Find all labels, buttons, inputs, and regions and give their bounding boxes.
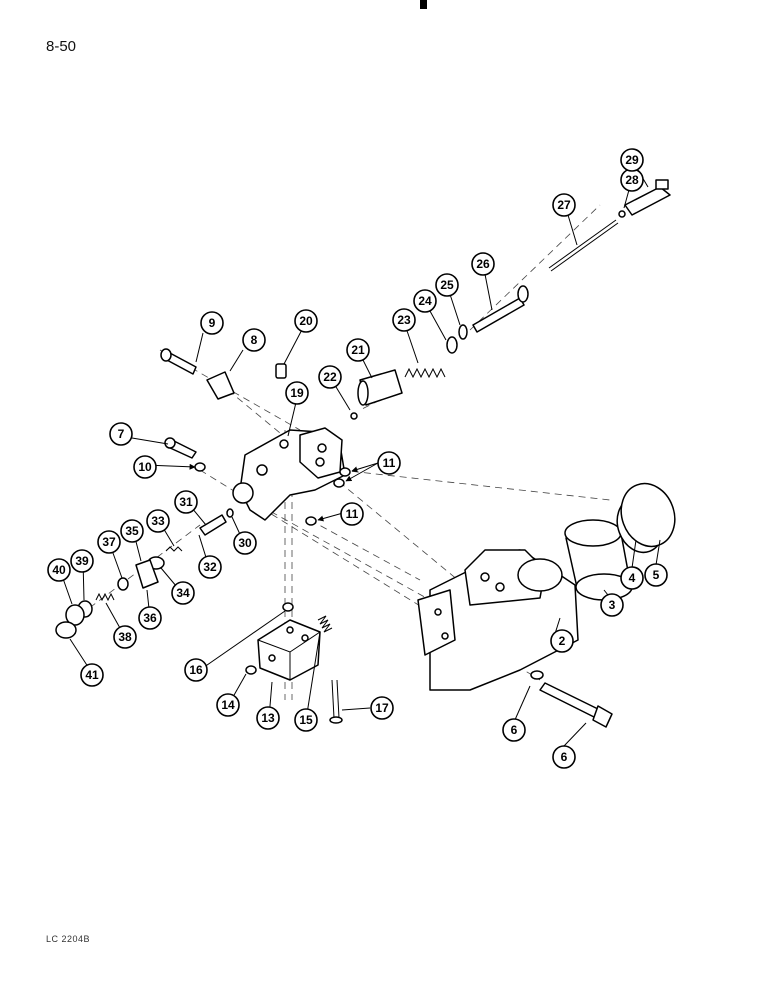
callout-number: 34 <box>176 586 190 600</box>
callout-number: 24 <box>418 294 432 308</box>
callout-31: 31 <box>174 490 198 514</box>
callout-24: 24 <box>413 289 437 313</box>
callout-34: 34 <box>171 581 195 605</box>
callout-14: 14 <box>216 693 240 717</box>
callout-number: 23 <box>397 313 411 327</box>
small-parts-upper-left <box>160 348 287 472</box>
callout-number: 21 <box>351 343 365 357</box>
callout-17: 17 <box>370 696 394 720</box>
callout-40: 40 <box>47 558 71 582</box>
callout-25: 25 <box>435 273 459 297</box>
callout-5: 5 <box>644 563 668 587</box>
callout-number: 15 <box>299 713 313 727</box>
callout-32: 32 <box>198 555 222 579</box>
page-number: 8-50 <box>46 38 77 55</box>
callout-number: 16 <box>189 663 203 677</box>
callout-10: 10 <box>133 455 157 479</box>
callout-number: 2 <box>559 634 566 648</box>
page-tab-mark <box>420 0 427 9</box>
callout-39: 39 <box>70 549 94 573</box>
callout-number: 5 <box>653 568 660 582</box>
callout-number: 14 <box>221 698 235 712</box>
callout-26: 26 <box>471 252 495 276</box>
callout-33: 33 <box>146 509 170 533</box>
callout-13: 13 <box>256 706 280 730</box>
callout-3: 3 <box>600 593 624 617</box>
callout-number: 8 <box>251 333 258 347</box>
callout-number: 40 <box>52 563 66 577</box>
callout-37: 37 <box>97 530 121 554</box>
callout-number: 39 <box>75 554 89 568</box>
valve-body-part-19 <box>232 427 346 521</box>
callout-number: 11 <box>383 456 396 470</box>
callout-11: 11 <box>377 451 401 475</box>
callout-number: 17 <box>375 701 389 715</box>
callout-number: 13 <box>261 711 275 725</box>
callout-number: 38 <box>118 630 132 644</box>
callout-number: 32 <box>203 560 217 574</box>
callout-6: 6 <box>552 745 576 769</box>
callout-29: 29 <box>620 148 644 172</box>
callout-number: 9 <box>209 316 216 330</box>
callout-8: 8 <box>242 328 266 352</box>
callout-30: 30 <box>233 531 257 555</box>
callout-19: 19 <box>285 381 309 405</box>
callout-15: 15 <box>294 708 318 732</box>
callout-9: 9 <box>200 311 224 335</box>
spool-part-20 <box>350 369 403 420</box>
leader-lines <box>59 159 661 747</box>
callout-number: 11 <box>346 507 359 521</box>
callout-number: 28 <box>625 173 639 187</box>
o-rings-part-11 <box>305 467 351 526</box>
callout-number: 3 <box>609 598 616 612</box>
callout-number: 6 <box>561 750 568 764</box>
callout-number: 31 <box>179 495 193 509</box>
block-part-13 <box>245 602 343 724</box>
callout-number: 36 <box>143 611 157 625</box>
callout-number: 37 <box>102 535 116 549</box>
callout-7: 7 <box>109 422 133 446</box>
figure-code: LC 2204B <box>46 934 91 944</box>
spring-part-22 <box>404 324 468 379</box>
callout-number: 30 <box>238 536 252 550</box>
shaft-part-25 <box>472 179 671 333</box>
callout-27: 27 <box>552 193 576 217</box>
callout-number: 41 <box>85 668 99 682</box>
callout-38: 38 <box>113 625 137 649</box>
callout-number: 33 <box>151 514 165 528</box>
relief-valve-parts <box>55 559 159 639</box>
callout-2: 2 <box>550 629 574 653</box>
callout-6: 6 <box>502 718 526 742</box>
seal-parts-4-5 <box>616 482 676 554</box>
callout-36: 36 <box>138 606 162 630</box>
callout-number: 19 <box>290 386 304 400</box>
callout-number: 7 <box>118 427 125 441</box>
callout-number: 27 <box>557 198 571 212</box>
callout-11: 11 <box>340 502 364 526</box>
callout-23: 23 <box>392 308 416 332</box>
callout-number: 25 <box>440 278 454 292</box>
callout-number: 22 <box>323 370 337 384</box>
callout-number: 35 <box>125 524 139 538</box>
callout-28: 28 <box>620 168 644 192</box>
callout-number: 20 <box>299 314 313 328</box>
callout-number: 10 <box>138 460 152 474</box>
bolt-part-7 <box>530 670 613 728</box>
callout-35: 35 <box>120 519 144 543</box>
callout-22: 22 <box>318 365 342 389</box>
callout-20: 20 <box>294 309 318 333</box>
callout-number: 4 <box>629 571 636 585</box>
callout-number: 29 <box>625 153 639 167</box>
callout-number: 6 <box>511 723 518 737</box>
callout-21: 21 <box>346 338 370 362</box>
callout-number: 26 <box>476 257 490 271</box>
housing-part-2 <box>417 549 579 691</box>
callout-4: 4 <box>620 566 644 590</box>
piston-part-3 <box>564 519 633 601</box>
callout-16: 16 <box>184 658 208 682</box>
callout-41: 41 <box>80 663 104 687</box>
